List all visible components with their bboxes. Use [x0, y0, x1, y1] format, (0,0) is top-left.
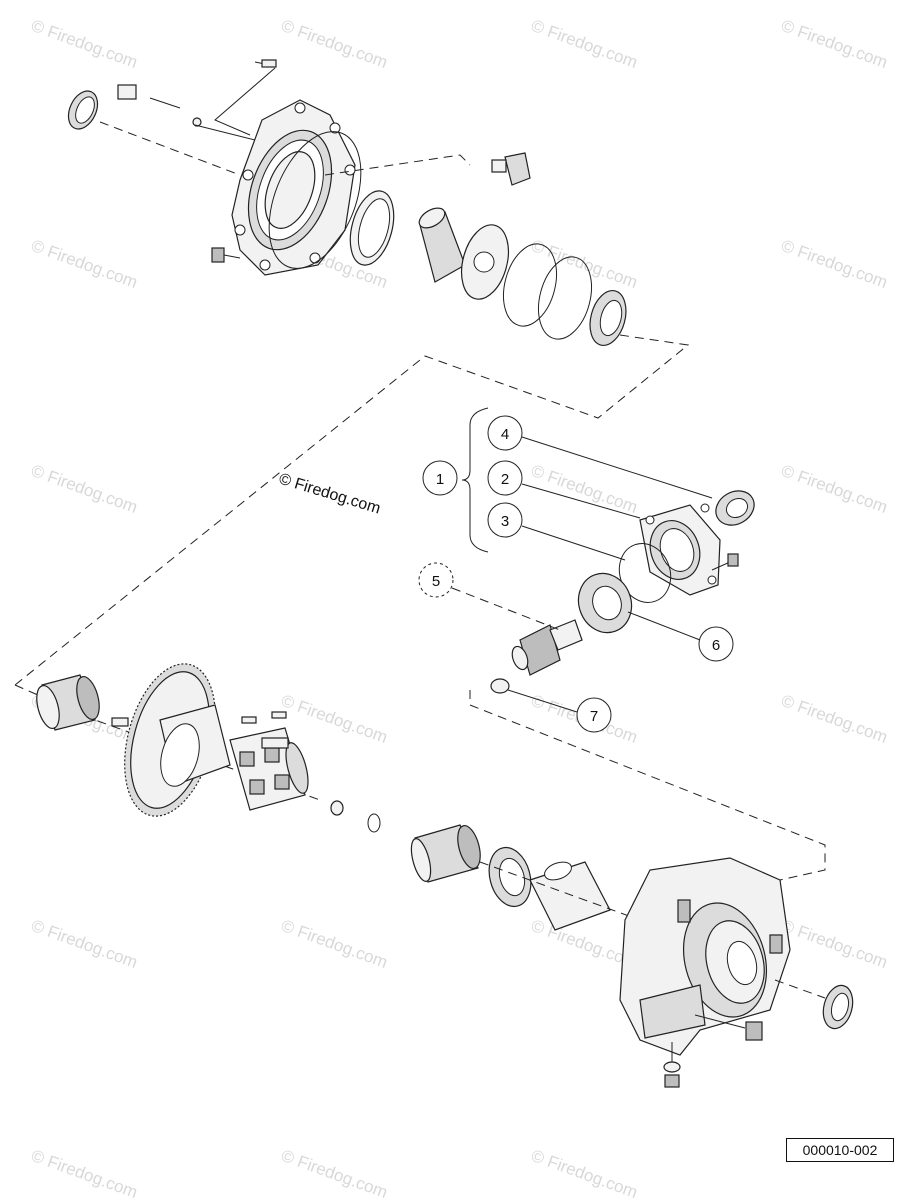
svg-text:1: 1 — [436, 471, 444, 488]
svg-text:3: 3 — [501, 513, 509, 530]
callout-1[interactable]: 1 — [422, 460, 458, 496]
watermark: © Firedog.com — [29, 1146, 140, 1200]
bearing-housing-2 — [639, 503, 721, 596]
roller-pin — [271, 711, 287, 719]
ring-gear — [124, 663, 231, 817]
watermark: © Firedog.com — [279, 691, 390, 747]
callout-3[interactable]: 3 — [487, 502, 523, 538]
roller-pin — [241, 716, 257, 724]
watermark: © Firedog.com — [779, 461, 890, 517]
sleeve — [418, 207, 466, 283]
svg-text:2: 2 — [501, 471, 509, 488]
watermark: © Firedog.com — [29, 461, 140, 517]
callout-7[interactable]: 7 — [576, 697, 612, 733]
housing-cover-top — [231, 99, 356, 276]
bracket-small — [117, 84, 137, 100]
pinion-gear-5 — [511, 619, 583, 676]
plug — [745, 1021, 763, 1041]
spacer-small — [330, 800, 344, 816]
spacer-cylinder — [36, 674, 100, 731]
pin — [261, 59, 277, 68]
callout-6[interactable]: 6 — [698, 626, 734, 662]
bearing-bottom — [488, 846, 532, 908]
housing-main-bottom — [619, 857, 791, 1056]
diagram-reference-number: 000010-002 — [786, 1138, 894, 1162]
pin-small — [111, 717, 129, 727]
o-ring-large — [268, 131, 362, 269]
copyright-label: © Firedog.com — [277, 471, 383, 518]
housing-bolt — [711, 553, 739, 571]
middle-assembly: 1 4 2 3 © Firedog.com — [277, 407, 826, 881]
bottom-assembly — [14, 663, 854, 1088]
dowel-pin — [192, 117, 202, 127]
roller-pin — [261, 737, 289, 749]
watermark: © Firedog.com — [529, 1146, 640, 1200]
circlip-2 — [538, 256, 592, 340]
oil-seal-4 — [715, 490, 755, 526]
bearing-6 — [577, 572, 633, 634]
oil-seal-top-left — [67, 90, 99, 130]
callout-4[interactable]: 4 — [487, 415, 523, 451]
watermark: © Firedog.com — [779, 16, 890, 72]
shim-plate — [460, 224, 510, 300]
watermark: © Firedog.com — [279, 16, 390, 72]
watermark: © Firedog.com — [529, 236, 640, 292]
bearing-race — [349, 190, 395, 266]
bushing-7 — [490, 678, 510, 694]
bolt-top-housing — [211, 247, 241, 263]
callout-5[interactable]: 5 — [418, 562, 454, 598]
circlip-1 — [503, 243, 557, 327]
drain-bolt — [663, 1061, 681, 1088]
needle-bearing — [410, 824, 481, 883]
group-bracket — [461, 407, 489, 553]
watermark: © Firedog.com — [779, 236, 890, 292]
watermark: © Firedog.com — [779, 691, 890, 747]
snap-ring — [367, 813, 381, 833]
watermark: © Firedog.com — [29, 236, 140, 292]
clip-bracket — [491, 152, 531, 186]
watermark: © Firedog.com — [29, 916, 140, 972]
bearing-top — [589, 289, 627, 347]
top-assembly — [14, 59, 690, 686]
callout-2[interactable]: 2 — [487, 460, 523, 496]
svg-text:6: 6 — [712, 637, 720, 654]
watermark: © Firedog.com — [779, 916, 890, 972]
svg-text:4: 4 — [501, 426, 509, 443]
oil-seal-bottom-right — [822, 984, 854, 1030]
watermark: © Firedog.com — [529, 16, 640, 72]
svg-text:5: 5 — [432, 573, 440, 590]
watermark: © Firedog.com — [279, 1146, 390, 1200]
watermark: © Firedog.com — [29, 16, 140, 72]
watermark: © Firedog.com — [279, 916, 390, 972]
sleeve-large — [529, 861, 611, 931]
svg-text:7: 7 — [590, 708, 598, 725]
